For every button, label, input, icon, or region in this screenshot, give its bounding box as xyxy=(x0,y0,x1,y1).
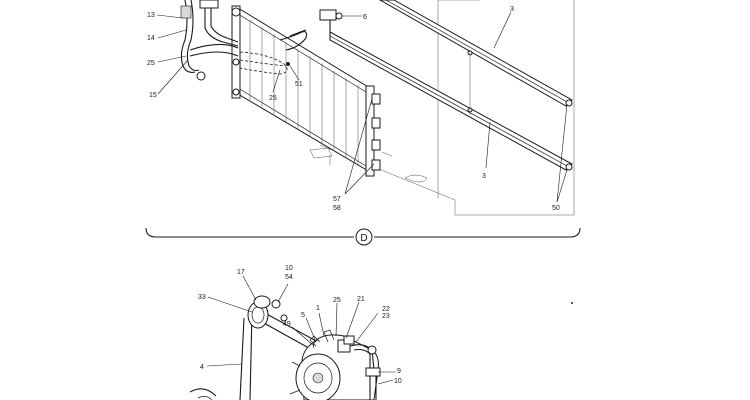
callout-25: 25 xyxy=(147,60,155,67)
view-marker-circle xyxy=(355,228,373,246)
callout-22: 22 xyxy=(382,306,390,313)
callout-57: 57 xyxy=(333,196,341,203)
mounting-bracket-upper xyxy=(378,0,573,107)
mounting-bracket-lower xyxy=(319,9,573,171)
callout-50: 50 xyxy=(552,205,560,212)
callout-15: 15 xyxy=(149,92,157,99)
callout-33: 33 xyxy=(198,294,206,301)
view-boundary-line xyxy=(145,227,581,238)
callout-25: 25 xyxy=(333,297,341,304)
callout-10: 10 xyxy=(285,265,293,272)
condenser-assembly: D xyxy=(145,0,581,246)
top-leader-lines xyxy=(156,11,568,203)
crank-pulley xyxy=(189,388,217,397)
view-marker-label: D xyxy=(360,233,367,244)
callout-14: 14 xyxy=(147,35,155,42)
compressor-drive-assembly xyxy=(189,295,573,400)
bottom-leader-lines xyxy=(206,275,396,385)
callout-labels: 13 14 25 15 25 51 6 3 3 57 58 50 17 10 5… xyxy=(147,6,560,385)
callout-4: 4 xyxy=(200,364,204,371)
condenser-fins xyxy=(249,20,359,165)
callout-9: 9 xyxy=(397,368,401,375)
callout-3: 3 xyxy=(510,6,514,13)
drive-belt xyxy=(239,311,253,400)
callout-23: 23 xyxy=(382,313,390,320)
callout-3: 3 xyxy=(482,173,486,180)
callout-58: 58 xyxy=(333,205,341,212)
callout-51: 51 xyxy=(295,81,303,88)
callout-21: 21 xyxy=(357,296,365,303)
callout-54: 54 xyxy=(285,274,293,281)
callout-10: 10 xyxy=(394,378,402,385)
callout-13: 13 xyxy=(147,12,155,19)
callout-1: 1 xyxy=(316,305,320,312)
callout-5: 5 xyxy=(301,312,305,319)
compressor xyxy=(289,329,381,400)
callout-17: 17 xyxy=(237,269,245,276)
callout-25: 25 xyxy=(269,95,277,102)
callout-49: 49 xyxy=(283,321,291,328)
callout-6: 6 xyxy=(363,14,367,21)
